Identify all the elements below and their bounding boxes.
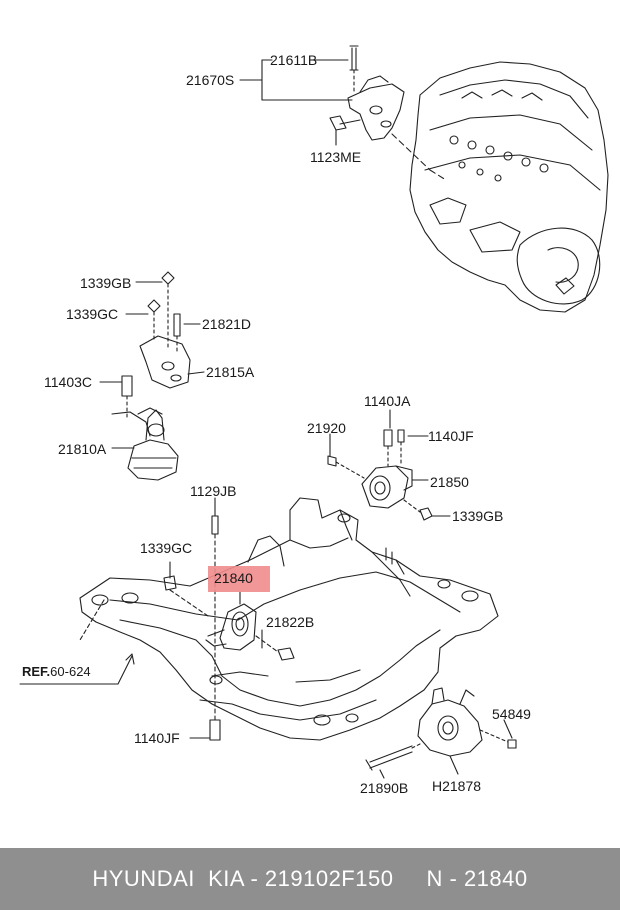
footer-part-number: HYUNDAI KIA - 219102F150 N - 21840 [92, 866, 528, 891]
label-1339gc-mid: 1339GC [140, 540, 193, 556]
label-21611b: 21611B [270, 52, 318, 68]
label-21810a: 21810A [58, 441, 107, 457]
label-1339gb-top: 1339GB [80, 275, 132, 291]
label-54849: 54849 [492, 706, 531, 722]
ref-prefix: REF. [22, 664, 51, 679]
rear-roll-mount-drawing [205, 591, 257, 651]
label-1339gb-right: 1339GB [452, 508, 504, 524]
label-h21878: H21878 [432, 778, 482, 794]
label-1339gc-top: 1339GC [66, 306, 119, 322]
label-21670s: 21670S [186, 72, 235, 88]
engine-mount-bracket-drawing [329, 45, 405, 141]
left-transmission-mount-drawing [111, 271, 191, 481]
label-11403c: 11403C [44, 374, 93, 390]
exploded-parts-diagram [19, 45, 609, 779]
label-1123me: 1123ME [310, 149, 362, 165]
footer-bar: HYUNDAI KIA - 219102F150 N - 21840 [0, 848, 620, 910]
label-21920: 21920 [307, 420, 346, 436]
engine-block-drawing [409, 61, 609, 313]
label-21815a: 21815A [206, 364, 255, 380]
ref-label: REF.60-624 [22, 664, 91, 680]
label-21821d: 21821D [202, 316, 252, 332]
ref-value: 60-624 [50, 664, 91, 679]
label-21840-highlighted: 21840 [214, 570, 253, 586]
label-1140jf-right: 1140JF [428, 428, 474, 444]
label-21822b: 21822B [266, 614, 315, 630]
transmission-lower-mount-drawing [365, 687, 517, 771]
label-21890b: 21890B [360, 780, 409, 796]
label-21850: 21850 [430, 474, 469, 490]
label-1129jb: 1129JB [190, 483, 237, 499]
front-subframe-drawing [79, 497, 499, 741]
label-1140ja: 1140JA [364, 393, 411, 409]
right-engine-mount-drawing [327, 429, 433, 521]
label-1140jf-bottom: 1140JF [134, 730, 180, 746]
highlight-box [208, 566, 270, 592]
